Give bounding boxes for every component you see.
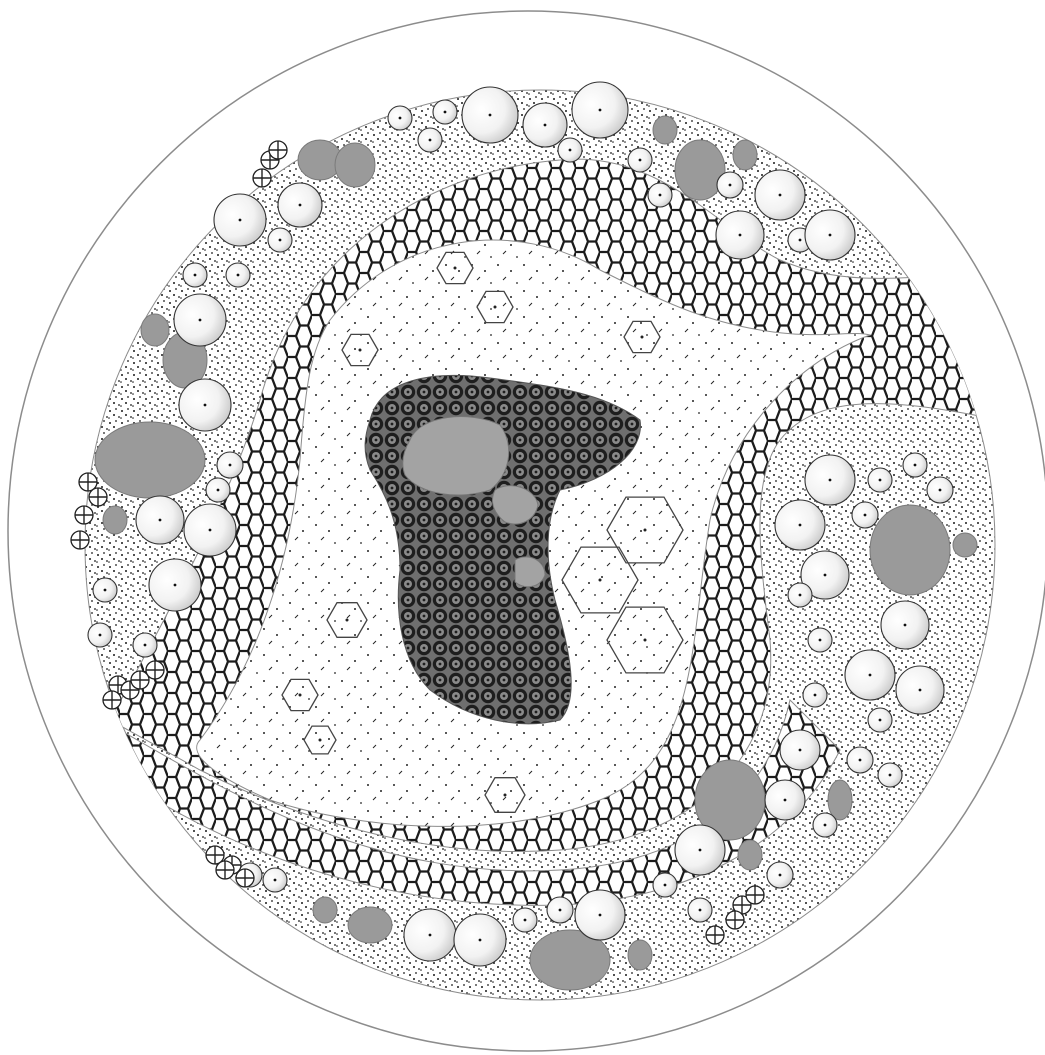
shrub-center-dot <box>599 914 602 917</box>
shrub-center-dot <box>939 489 942 492</box>
shrub-center-dot <box>599 579 602 582</box>
shrub-center-dot <box>869 674 872 677</box>
shrub-center-dot <box>524 919 527 922</box>
shrub-center-dot <box>479 939 482 942</box>
shrub-center-dot <box>274 879 277 882</box>
shrub-center-dot <box>159 519 162 522</box>
shrub-center-dot <box>664 884 667 887</box>
shrub-center-dot <box>879 719 882 722</box>
boulder-icon <box>738 840 762 870</box>
cross-symbol-icon <box>131 671 149 689</box>
cross-symbol-icon <box>216 861 234 879</box>
cross-symbol-icon <box>726 911 744 929</box>
shrub-center-dot <box>729 184 732 187</box>
cross-symbol-icon <box>253 169 271 187</box>
shrub-center-dot <box>209 529 212 532</box>
shrub-center-dot <box>299 204 302 207</box>
shrub-center-dot <box>829 479 832 482</box>
shrub-center-dot <box>824 574 827 577</box>
shrub-center-dot <box>859 759 862 762</box>
center-boulder <box>403 417 509 495</box>
shrub-center-dot <box>779 194 782 197</box>
shrub-center-dot <box>814 694 817 697</box>
boulder-icon <box>348 907 392 943</box>
boulder-icon <box>95 422 205 498</box>
boulder-icon <box>870 505 950 595</box>
shrub-center-dot <box>779 874 782 877</box>
cross-symbol-icon <box>71 531 89 549</box>
shrub-center-dot <box>429 139 432 142</box>
shrub-center-dot <box>864 514 867 517</box>
shrub-center-dot <box>829 234 832 237</box>
shrub-center-dot <box>444 111 447 114</box>
shrub-center-dot <box>699 909 702 912</box>
shrub-center-dot <box>204 404 207 407</box>
shrub-center-dot <box>559 909 562 912</box>
shrub-center-dot <box>399 117 402 120</box>
shrub-center-dot <box>194 274 197 277</box>
boulder-icon <box>733 140 757 170</box>
boulder-icon <box>828 780 852 820</box>
shrub-center-dot <box>494 306 497 309</box>
shrub-center-dot <box>174 584 177 587</box>
cross-symbol-icon <box>89 488 107 506</box>
shrub-center-dot <box>819 639 822 642</box>
shrub-center-dot <box>799 594 802 597</box>
shrub-center-dot <box>639 159 642 162</box>
shrub-center-dot <box>299 694 302 697</box>
shrub-center-dot <box>544 124 547 127</box>
shrub-center-dot <box>889 774 892 777</box>
shrub-center-dot <box>359 349 362 352</box>
shrub-center-dot <box>99 634 102 637</box>
boulder-icon <box>313 897 337 923</box>
shrub-center-dot <box>659 194 662 197</box>
boulder-icon <box>653 116 677 144</box>
shrub-center-dot <box>904 624 907 627</box>
cross-symbol-icon <box>269 141 287 159</box>
shrub-center-dot <box>879 479 882 482</box>
shrub-center-dot <box>599 109 602 112</box>
shrub-center-dot <box>429 934 432 937</box>
shrub-center-dot <box>199 319 202 322</box>
boulder-icon <box>335 143 375 187</box>
cross-symbol-icon <box>236 869 254 887</box>
shrub-center-dot <box>454 267 457 270</box>
shrub-center-dot <box>319 739 322 742</box>
shrub-center-dot <box>229 464 232 467</box>
shrub-center-dot <box>644 529 647 532</box>
shrub-center-dot <box>739 234 742 237</box>
boulder-icon <box>675 140 725 200</box>
shrub-center-dot <box>914 464 917 467</box>
boulder-icon <box>953 533 977 557</box>
shrub-center-dot <box>279 239 282 242</box>
shrub-center-dot <box>799 239 802 242</box>
shrub-center-dot <box>784 799 787 802</box>
shrub-center-dot <box>217 489 220 492</box>
shrub-center-dot <box>239 219 242 222</box>
shrub-center-dot <box>504 794 507 797</box>
shrub-center-dot <box>799 524 802 527</box>
cross-symbol-icon <box>103 691 121 709</box>
cross-symbol-icon <box>746 886 764 904</box>
cross-symbol-icon <box>706 926 724 944</box>
shrub-center-dot <box>237 274 240 277</box>
shrub-center-dot <box>644 639 647 642</box>
shrub-center-dot <box>489 114 492 117</box>
shrub-center-dot <box>799 749 802 752</box>
cross-symbol-icon <box>75 506 93 524</box>
shrub-center-dot <box>104 589 107 592</box>
shrub-center-dot <box>919 689 922 692</box>
shrub-center-dot <box>641 336 644 339</box>
boulder-icon <box>628 940 652 970</box>
boulder-icon <box>103 506 127 534</box>
boulder-icon <box>141 314 169 346</box>
shrub-center-dot <box>569 149 572 152</box>
shrub-center-dot <box>824 824 827 827</box>
shrub-center-dot <box>144 644 147 647</box>
shrub-center-dot <box>699 849 702 852</box>
shrub-center-dot <box>346 619 349 622</box>
